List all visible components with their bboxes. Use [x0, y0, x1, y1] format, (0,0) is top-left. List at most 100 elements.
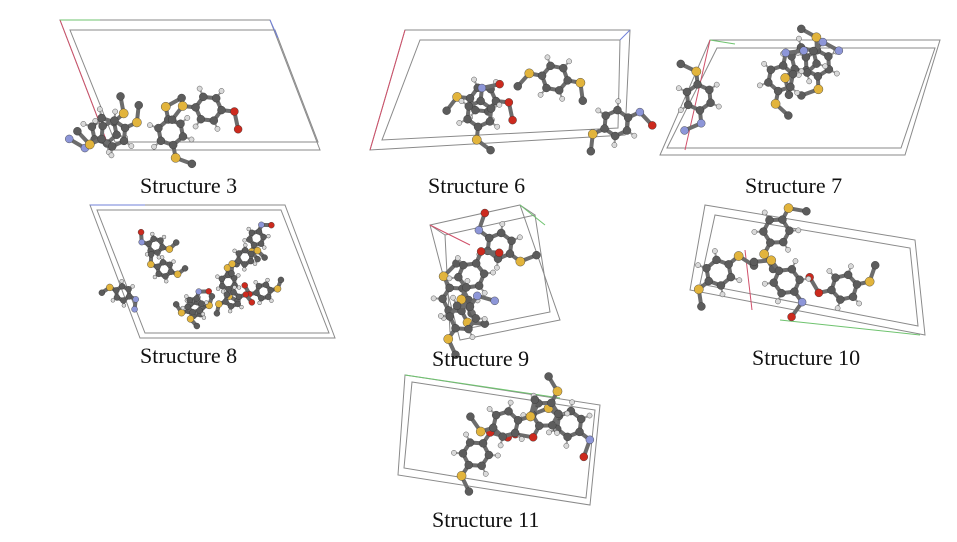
carbon-atom	[575, 427, 584, 437]
nitrogen-atom	[635, 107, 645, 117]
carbon-atom	[262, 281, 270, 288]
hydrogen-atom	[595, 107, 602, 114]
sulfur-atom	[132, 117, 142, 128]
hydrogen-atom	[834, 70, 840, 77]
hydrogen-atom	[615, 98, 622, 104]
carbon-atom	[452, 301, 462, 310]
carbon-atom	[774, 266, 784, 275]
hydrogen-atom	[236, 273, 241, 278]
sulfur-atom	[253, 246, 262, 255]
hydrogen-atom	[150, 231, 155, 237]
hydrogen-atom	[796, 35, 802, 42]
hydrogen-atom	[152, 274, 158, 280]
carbon-atom	[504, 407, 513, 416]
carbon-atom	[712, 255, 721, 265]
carbon-atom	[749, 257, 759, 267]
carbon-atom	[235, 250, 242, 257]
carbon-atom	[209, 116, 219, 125]
carbon-atom	[167, 115, 177, 124]
carbon-atom	[162, 273, 169, 280]
carbon-atom	[623, 113, 633, 122]
hydrogen-atom	[761, 209, 768, 216]
nitrogen-atom	[131, 306, 138, 313]
hydrogen-atom	[586, 412, 593, 419]
carbon-atom	[478, 439, 488, 448]
carbon-atom	[486, 104, 496, 113]
structure-10-caption: Structure 10	[752, 345, 861, 370]
hydrogen-atom	[761, 61, 767, 67]
sulfur-atom	[173, 270, 182, 278]
hydrogen-atom	[108, 152, 115, 159]
carbon-atom	[156, 136, 166, 146]
hydrogen-atom	[164, 279, 169, 284]
carbon-atom	[267, 286, 274, 294]
hydrogen-atom	[80, 121, 87, 127]
structure-10-molecules	[693, 203, 880, 322]
carbon-atom	[474, 281, 484, 290]
oxygen-atom	[504, 98, 514, 107]
carbon-atom	[705, 85, 714, 95]
carbon-atom	[554, 409, 563, 419]
hydrogen-atom	[227, 309, 233, 314]
carbon-atom	[812, 59, 821, 68]
carbon-atom	[464, 102, 473, 111]
oxygen-atom	[230, 107, 239, 116]
nitrogen-atom	[834, 46, 844, 55]
carbon-atom	[208, 293, 216, 300]
carbon-atom	[187, 159, 197, 169]
structure-11-molecules	[451, 372, 595, 496]
carbon-atom	[507, 236, 516, 245]
carbon-atom	[230, 289, 237, 296]
carbon-atom	[235, 293, 243, 301]
hydrogen-atom	[834, 305, 841, 312]
sulfur-atom	[524, 68, 535, 79]
carbon-atom	[610, 131, 620, 141]
hydrogen-atom	[798, 68, 805, 75]
sulfur-atom	[811, 32, 822, 43]
carbon-atom	[513, 82, 522, 91]
hydrogen-atom	[196, 85, 203, 92]
carbon-atom	[150, 235, 157, 242]
oxygen-atom	[528, 433, 538, 442]
sulfur-atom	[438, 271, 449, 282]
carbon-atom	[218, 275, 226, 283]
hydrogen-atom	[463, 431, 469, 438]
carbon-atom	[445, 312, 454, 321]
hydrogen-atom	[243, 243, 248, 248]
carbon-atom	[601, 111, 610, 120]
carbon-atom	[463, 115, 472, 124]
carbon-atom	[477, 461, 486, 471]
structure-9-molecules	[430, 208, 541, 359]
hydrogen-atom	[246, 226, 251, 232]
carbon-atom	[485, 233, 494, 243]
hydrogen-atom	[762, 280, 768, 287]
carbon-atom	[764, 78, 773, 87]
carbon-atom	[119, 136, 129, 146]
structure-11-panel: Structure 11	[390, 370, 620, 532]
carbon-atom	[255, 228, 263, 235]
carbon-atom	[260, 233, 267, 241]
carbon-atom	[836, 295, 845, 304]
structure-9-caption: Structure 9	[432, 346, 530, 371]
carbon-atom	[108, 142, 117, 151]
carbon-atom	[257, 240, 265, 247]
carbon-atom	[809, 46, 818, 56]
carbon-atom	[546, 61, 555, 71]
carbon-atom	[726, 272, 736, 282]
carbon-atom	[235, 257, 242, 264]
sulfur-atom	[813, 84, 824, 95]
carbon-atom	[824, 52, 833, 61]
carbon-atom	[176, 119, 185, 128]
oxygen-atom	[233, 125, 243, 134]
oxygen-atom	[495, 79, 504, 89]
carbon-atom	[184, 303, 191, 311]
carbon-atom	[87, 122, 97, 131]
nitrogen-atom	[797, 297, 807, 307]
sulfur-atom	[118, 108, 129, 119]
hydrogen-atom	[184, 294, 189, 299]
nitrogen-atom	[138, 238, 145, 246]
carbon-atom	[177, 93, 186, 103]
carbon-atom	[497, 228, 506, 238]
hydrogen-atom	[482, 471, 489, 477]
carbon-atom	[542, 83, 551, 93]
